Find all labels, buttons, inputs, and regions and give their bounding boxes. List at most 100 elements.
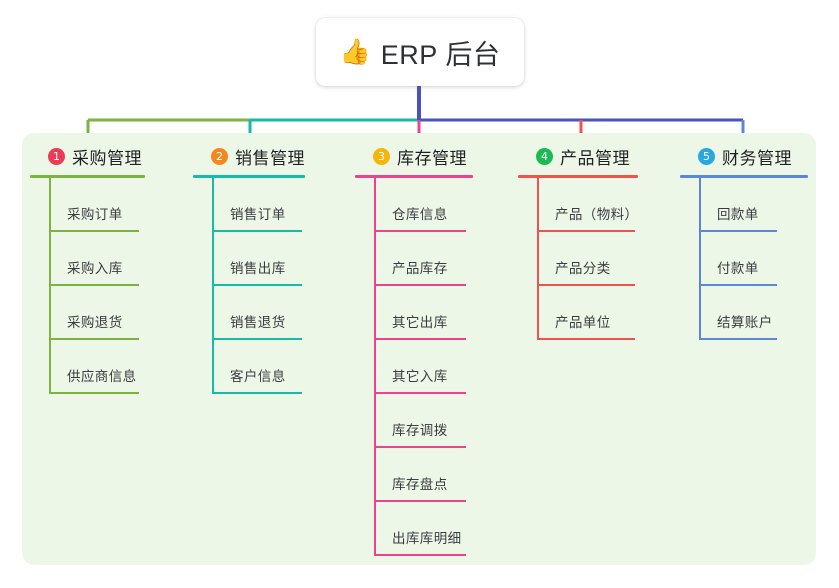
branch-item-label: 出库库明细: [392, 531, 462, 546]
branch-item-label: 采购退货: [67, 315, 123, 330]
branch-item-underline: [699, 284, 777, 286]
branch-item-underline: [699, 230, 777, 232]
root-node-card[interactable]: 👍 ERP 后台: [316, 18, 524, 86]
branch-item-underline: [374, 230, 466, 232]
branch-item-underline: [212, 338, 302, 340]
branch-header-label: 销售管理: [235, 148, 305, 168]
branch-header-label: 采购管理: [72, 148, 142, 168]
branch-header-underline: [193, 175, 305, 178]
branch-item-underline: [374, 284, 466, 286]
branch-item-label: 销售出库: [230, 261, 286, 276]
branch-item[interactable]: 产品分类: [518, 232, 668, 286]
branch-items: 采购订单采购入库采购退货供应商信息: [30, 178, 180, 394]
branch-spine: [49, 178, 51, 394]
branch-item-label: 产品单位: [555, 315, 611, 330]
branch-item-label: 回款单: [717, 207, 759, 222]
branch-item-underline: [374, 392, 466, 394]
branch-spine: [212, 178, 214, 394]
branch-item[interactable]: 库存调拨: [355, 394, 505, 448]
branch-item-underline: [49, 284, 139, 286]
branch-item-label: 产品库存: [392, 261, 448, 276]
branch-item[interactable]: 出库库明细: [355, 502, 505, 556]
branch-item-label: 采购订单: [67, 207, 123, 222]
branch-header-2[interactable]: 2 销售管理: [193, 143, 341, 169]
branch-item[interactable]: 结算账户: [680, 286, 820, 340]
branch-item[interactable]: 客户信息: [193, 340, 341, 394]
branch-item-underline: [374, 554, 466, 556]
branch-item-label: 付款单: [717, 261, 759, 276]
branch-item-label: 库存盘点: [392, 477, 448, 492]
branch-column-1: 1 采购管理采购订单采购入库采购退货供应商信息: [30, 143, 180, 394]
branch-items: 仓库信息产品库存其它出库其它入库库存调拨库存盘点出库库明细: [355, 178, 505, 556]
branch-item-underline: [537, 338, 635, 340]
branch-item[interactable]: 采购订单: [30, 178, 180, 232]
branch-item-underline: [212, 284, 302, 286]
branch-item[interactable]: 销售出库: [193, 232, 341, 286]
branch-item-underline: [537, 230, 635, 232]
branch-item-label: 产品（物料）: [555, 207, 639, 222]
branch-items: 销售订单销售出库销售退货客户信息: [193, 178, 341, 394]
branch-item[interactable]: 付款单: [680, 232, 820, 286]
branches-panel: [22, 133, 816, 565]
branch-item-label: 销售退货: [230, 315, 286, 330]
branch-item[interactable]: 采购入库: [30, 232, 180, 286]
branch-item-label: 销售订单: [230, 207, 286, 222]
branch-header-label: 财务管理: [722, 148, 792, 168]
branch-badge-icon: 3: [373, 147, 390, 165]
branch-item-label: 结算账户: [717, 315, 773, 330]
branch-header-label: 产品管理: [560, 148, 630, 168]
branch-item-label: 库存调拨: [392, 423, 448, 438]
branch-header-3[interactable]: 3 库存管理: [355, 143, 505, 169]
branch-column-2: 2 销售管理销售订单销售出库销售退货客户信息: [193, 143, 341, 394]
branch-header-1[interactable]: 1 采购管理: [30, 143, 180, 169]
branch-badge-icon: 1: [48, 147, 65, 165]
branch-item[interactable]: 其它入库: [355, 340, 505, 394]
branch-item-underline: [374, 446, 466, 448]
branch-item[interactable]: 采购退货: [30, 286, 180, 340]
branch-header-underline: [518, 175, 638, 178]
branch-item[interactable]: 供应商信息: [30, 340, 180, 394]
branch-header-underline: [30, 175, 145, 178]
branch-item-underline: [699, 338, 777, 340]
branch-item[interactable]: 销售退货: [193, 286, 341, 340]
branch-item[interactable]: 其它出库: [355, 286, 505, 340]
branch-spine: [699, 178, 701, 340]
branch-spine: [537, 178, 539, 340]
branch-item-underline: [212, 230, 302, 232]
branch-item[interactable]: 仓库信息: [355, 178, 505, 232]
branch-spine: [374, 178, 376, 556]
branch-header-label: 库存管理: [397, 148, 467, 168]
branch-item[interactable]: 产品（物料）: [518, 178, 668, 232]
branch-column-3: 3 库存管理仓库信息产品库存其它出库其它入库库存调拨库存盘点出库库明细: [355, 143, 505, 556]
branch-item[interactable]: 库存盘点: [355, 448, 505, 502]
root-node-title: ERP 后台: [380, 39, 501, 70]
branch-item-underline: [374, 338, 466, 340]
branch-header-4[interactable]: 4 产品管理: [518, 143, 668, 169]
branch-item-underline: [49, 230, 139, 232]
thumbs-up-icon: 👍: [339, 37, 371, 66]
branch-badge-icon: 2: [211, 147, 228, 165]
branch-item-underline: [49, 392, 139, 394]
branch-item-label: 仓库信息: [392, 207, 448, 222]
branch-item-label: 其它入库: [392, 369, 448, 384]
branch-item[interactable]: 回款单: [680, 178, 820, 232]
branch-item-label: 供应商信息: [67, 369, 137, 384]
branch-items: 产品（物料） 产品分类产品单位: [518, 178, 668, 340]
branch-column-4: 4 产品管理产品（物料） 产品分类产品单位: [518, 143, 668, 340]
branch-item-label: 客户信息: [230, 369, 286, 384]
branch-header-underline: [355, 175, 473, 178]
branch-badge-icon: 4: [536, 147, 553, 165]
branch-item-label: 产品分类: [555, 261, 611, 276]
branch-header-underline: [680, 175, 808, 178]
branch-item-label: 其它出库: [392, 315, 448, 330]
branch-items: 回款单付款单结算账户: [680, 178, 820, 340]
branch-item-underline: [49, 338, 139, 340]
branch-item[interactable]: 产品库存: [355, 232, 505, 286]
branch-item[interactable]: 产品单位: [518, 286, 668, 340]
branch-item[interactable]: 销售订单: [193, 178, 341, 232]
branch-item-underline: [537, 284, 635, 286]
branch-item-underline: [212, 392, 302, 394]
